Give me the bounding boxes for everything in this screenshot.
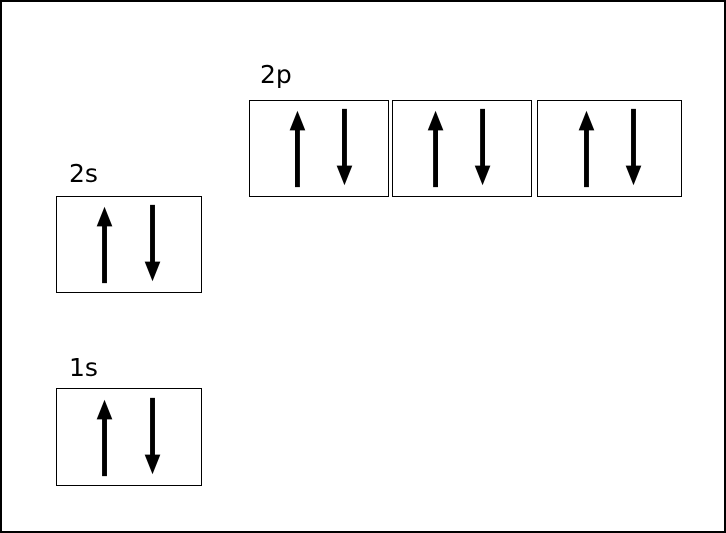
spin-down-arrow-icon: [336, 108, 353, 186]
orbital-box-2p-2: [392, 100, 532, 197]
spin-up-arrow-icon: [578, 110, 595, 188]
orbital-label-1s: 1s: [69, 353, 98, 382]
orbital-box-1s: [56, 388, 202, 486]
spin-up-arrow-icon: [427, 110, 444, 188]
orbital-box-2p-1: [249, 100, 389, 197]
spin-down-arrow-icon: [144, 397, 161, 475]
orbital-label-2s: 2s: [69, 159, 98, 188]
spin-down-arrow-icon: [474, 108, 491, 186]
orbital-label-2p: 2p: [260, 60, 292, 89]
spin-up-arrow-icon: [96, 399, 113, 477]
orbital-box-2p-3: [537, 100, 682, 197]
orbital-box-2s: [56, 196, 202, 293]
spin-down-arrow-icon: [144, 204, 161, 282]
spin-down-arrow-icon: [625, 108, 642, 186]
spin-up-arrow-icon: [289, 110, 306, 188]
spin-up-arrow-icon: [96, 206, 113, 284]
